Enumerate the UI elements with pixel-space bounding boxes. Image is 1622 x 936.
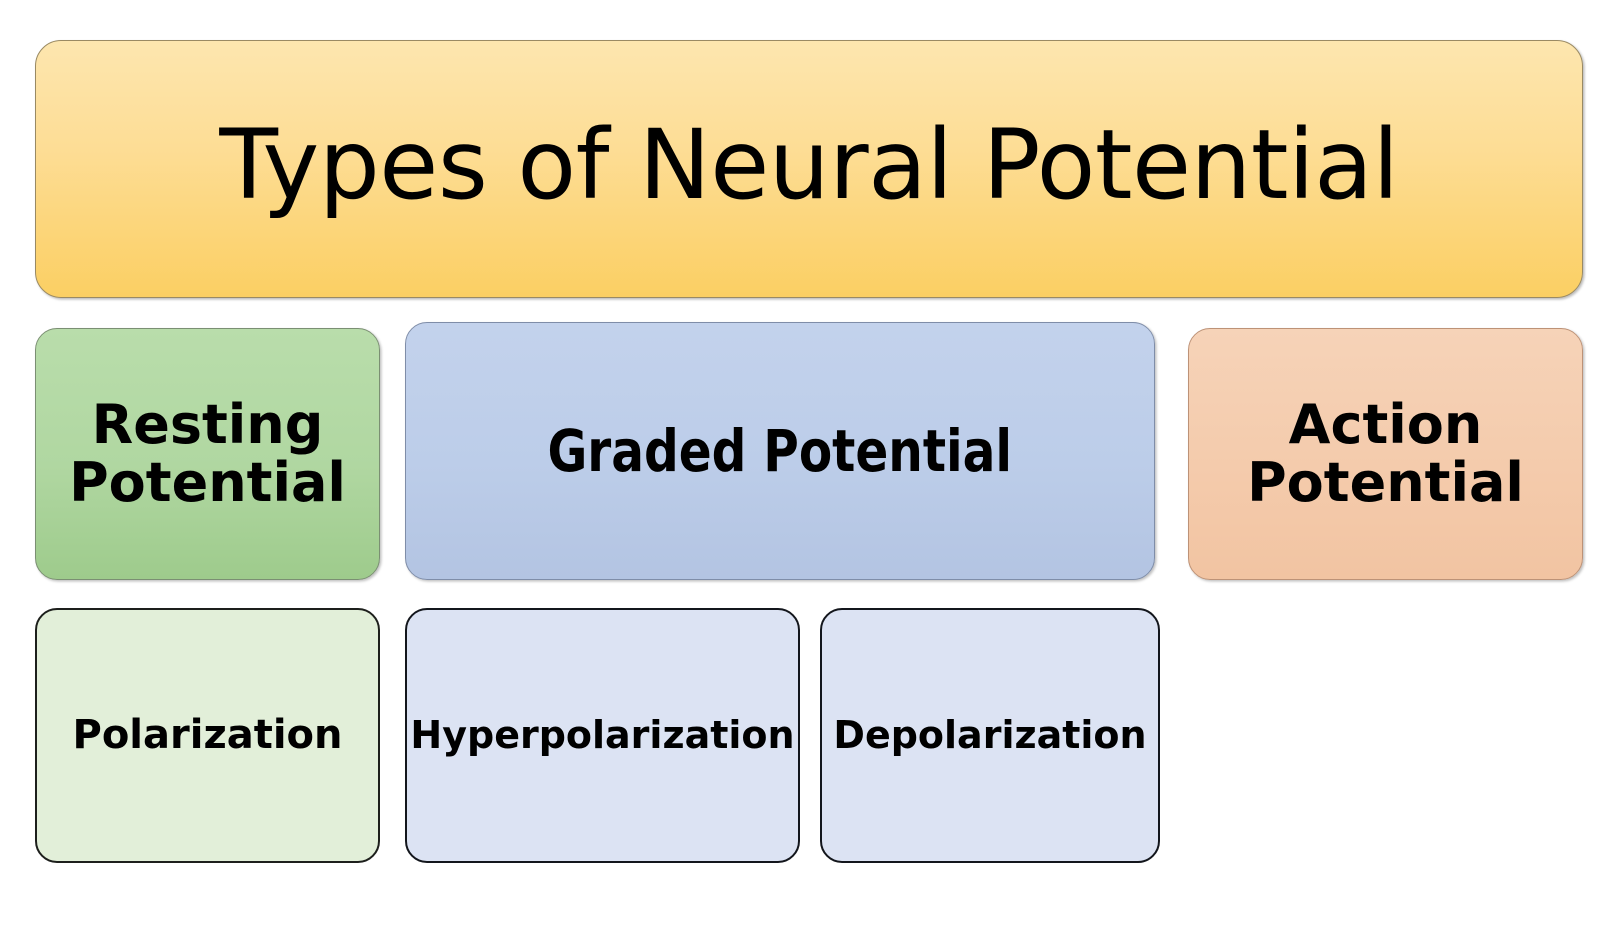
category-label-resting-potential: Resting Potential bbox=[69, 392, 346, 514]
subtype-box-depolarization[interactable]: Depolarization bbox=[820, 608, 1160, 863]
subtype-box-hyperpolarization[interactable]: Hyperpolarization bbox=[405, 608, 800, 863]
category-box-action-potential[interactable]: Action Potential bbox=[1188, 328, 1583, 580]
category-box-graded-potential[interactable]: Graded Potential bbox=[405, 322, 1155, 580]
page-title: Types of Neural Potential bbox=[219, 109, 1399, 222]
subtype-label-hyperpolarization: Hyperpolarization bbox=[410, 712, 795, 757]
subtype-label-polarization: Polarization bbox=[72, 711, 343, 758]
category-box-resting-potential[interactable]: Resting Potential bbox=[35, 328, 380, 580]
category-label-action-potential: Action Potential bbox=[1247, 392, 1524, 514]
diagram-title-box: Types of Neural Potential bbox=[35, 40, 1583, 298]
category-label-graded-potential: Graded Potential bbox=[547, 416, 1013, 485]
subtype-box-polarization[interactable]: Polarization bbox=[35, 608, 380, 863]
subtype-label-depolarization: Depolarization bbox=[833, 712, 1147, 757]
